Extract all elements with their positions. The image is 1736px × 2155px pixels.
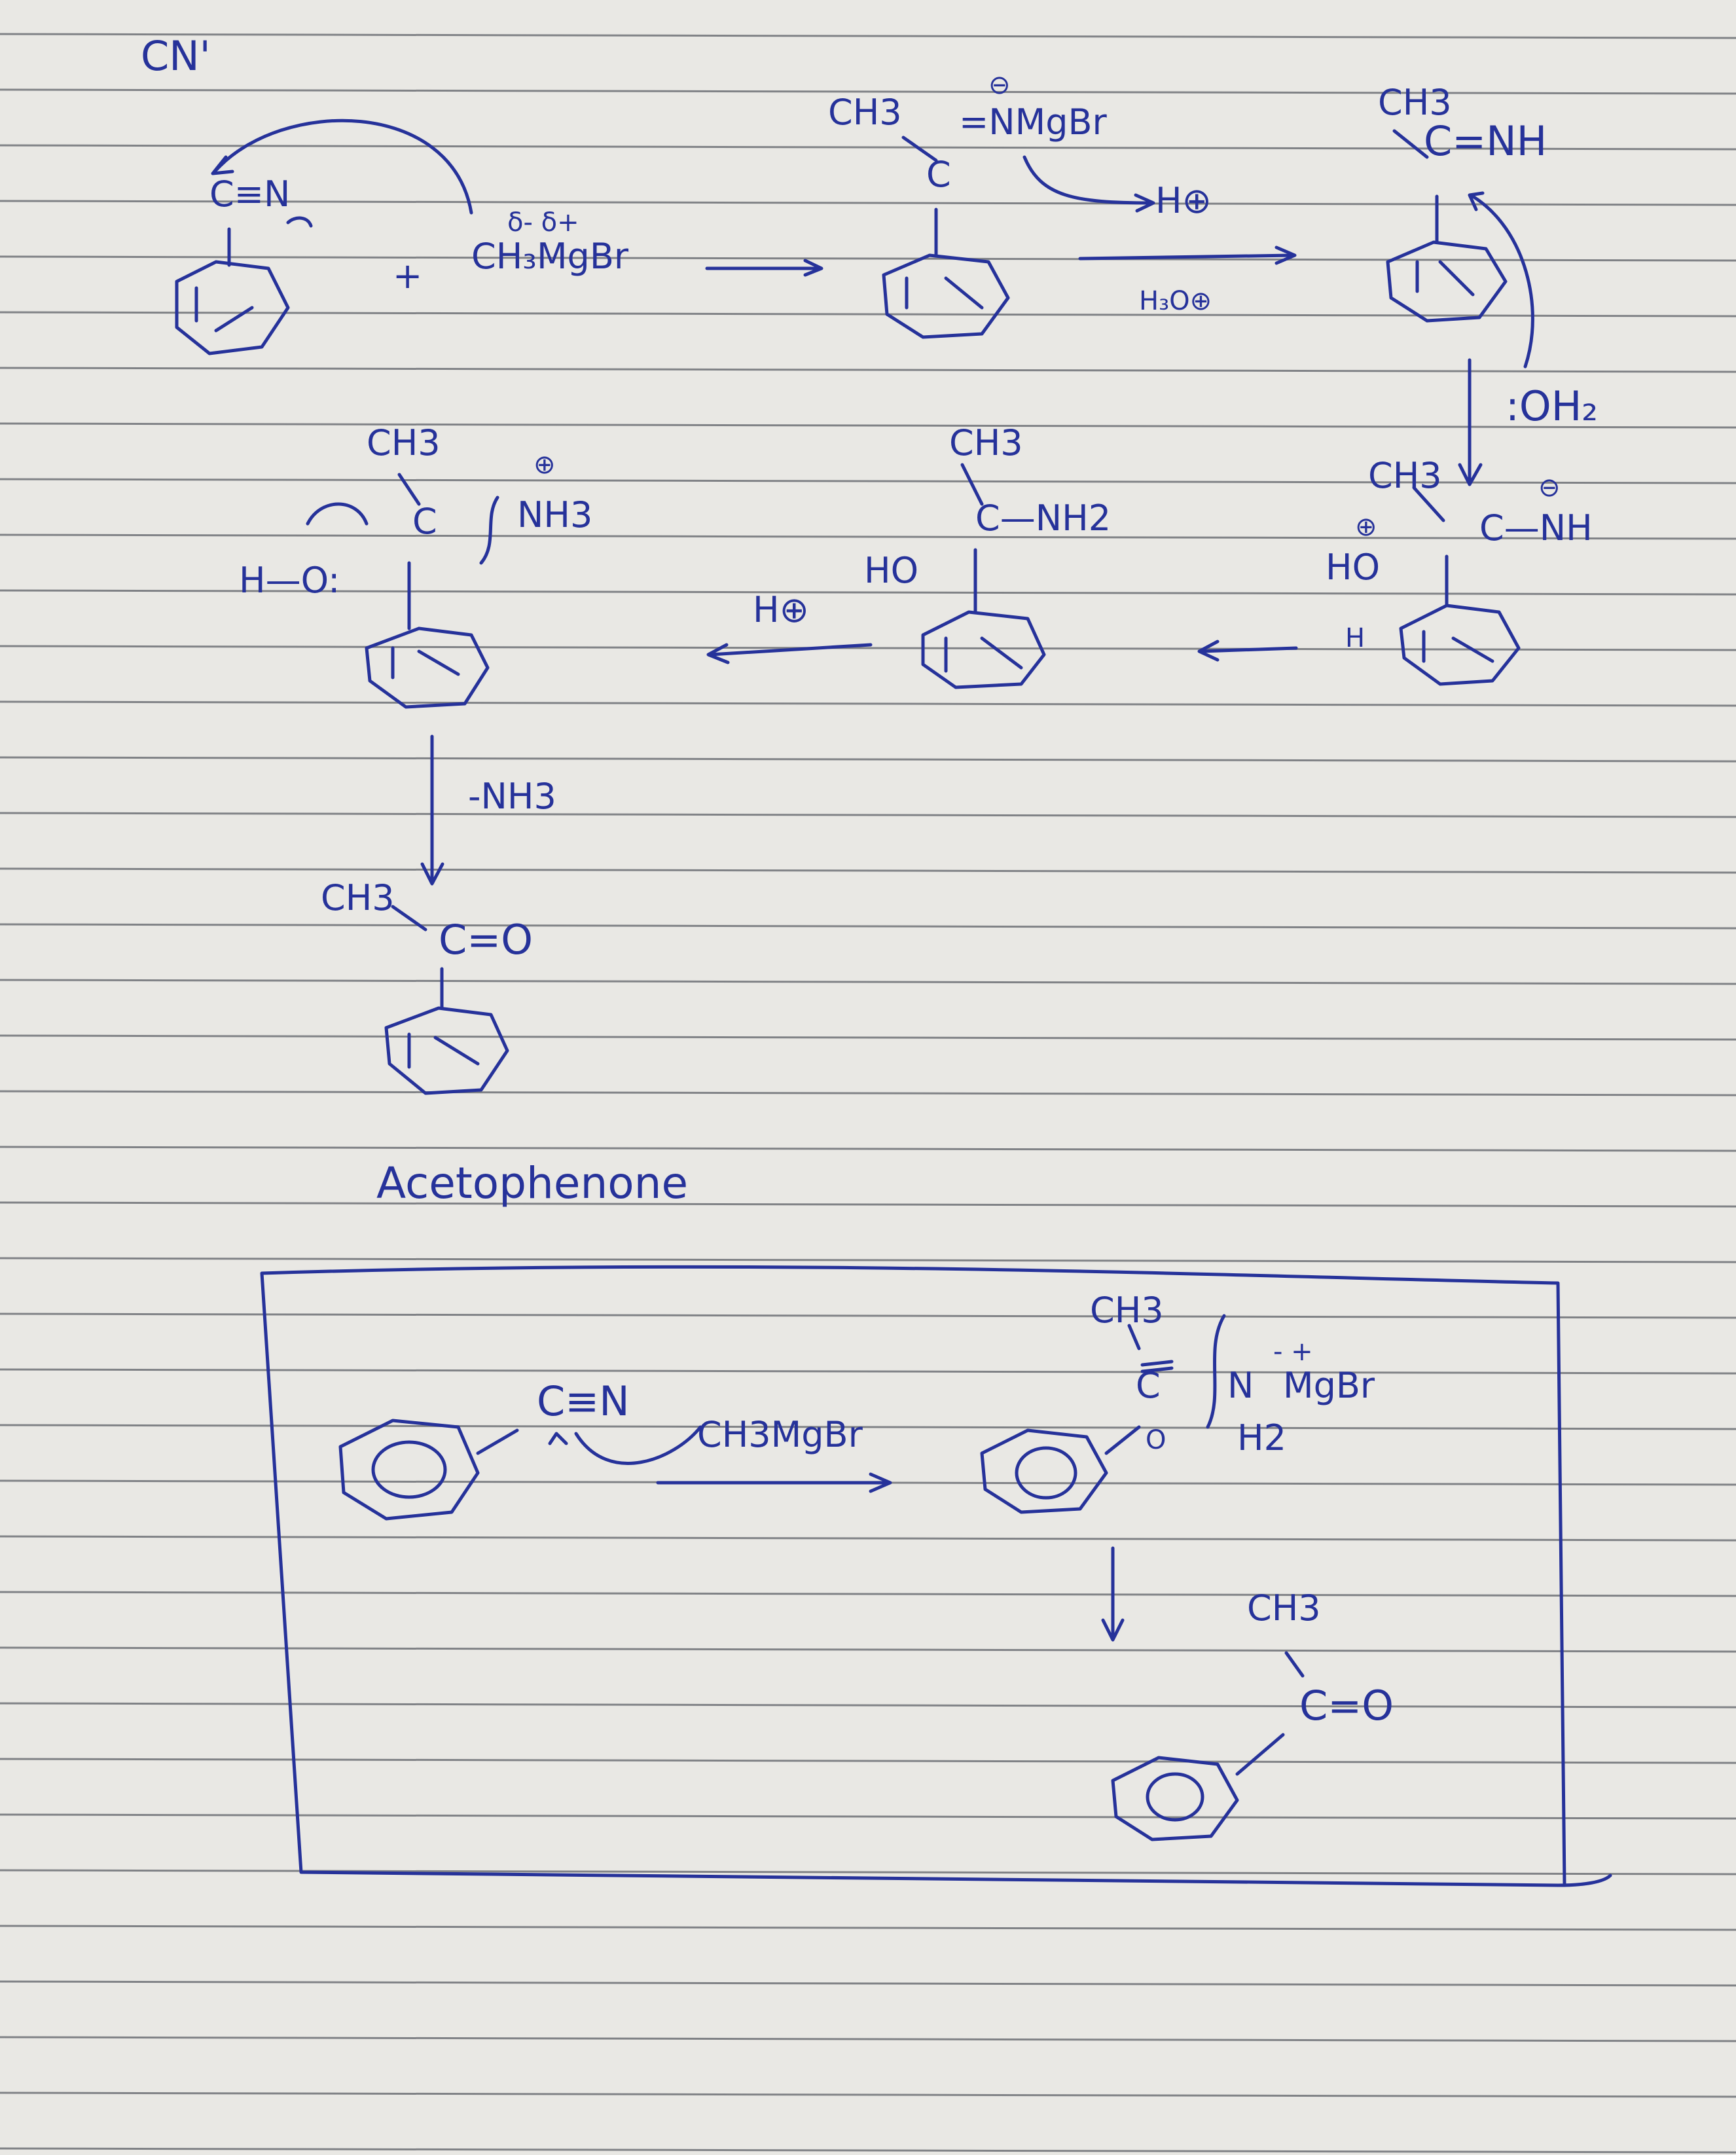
intermediate-5-carbon: C (412, 501, 437, 542)
intermediate-4-amine: C—NH2 (975, 498, 1112, 539)
ruled-line (0, 1646, 1736, 1653)
ruled-line (0, 700, 1736, 707)
hydronium-label: H₃O⊕ (1139, 286, 1212, 316)
ruled-line (0, 255, 1736, 262)
ruled-line (0, 311, 1736, 317)
product-carbonyl: C=O (439, 916, 533, 964)
header-scribble: CN' (141, 32, 211, 80)
ruled-line (0, 979, 1736, 985)
box-product-carbonyl: C=O (1299, 1682, 1394, 1729)
ruled-line (0, 1090, 1736, 1096)
box-reagent: CH3MgBr (697, 1414, 863, 1455)
intermediate-4-ch3: CH3 (949, 422, 1023, 463)
nitrile-group: C≡N (209, 173, 291, 215)
intermediate-5-ammonium: NH3 (517, 494, 593, 535)
intermediate-2-imine: C=NH (1424, 117, 1547, 165)
box-intermediate-mgbr: MgBr (1283, 1365, 1375, 1406)
ruled-line (0, 2092, 1736, 2098)
ruled-line (0, 867, 1736, 874)
ruled-line (0, 1702, 1736, 1709)
ruled-line (0, 1925, 1736, 1931)
intermediate-5-positive-charge: ⊕ (533, 450, 556, 480)
box-nitrile: C≡N (537, 1377, 630, 1425)
box-intermediate-ch3: CH3 (1090, 1290, 1164, 1331)
intermediate-3-hydroxyl: HO (1326, 547, 1381, 588)
ruled-line (0, 1813, 1736, 1820)
partial-charges: δ- δ+ (507, 208, 579, 238)
ruled-line (0, 1424, 1736, 1430)
ruled-line (0, 1257, 1736, 1263)
ruled-line (0, 923, 1736, 930)
ruled-line (0, 422, 1736, 429)
ruled-line (0, 1479, 1736, 1486)
ruled-line (0, 1146, 1736, 1152)
ruled-line (0, 1201, 1736, 1208)
intermediate-3-amide: C—NH (1479, 507, 1593, 549)
box-intermediate-charges: - + (1273, 1337, 1313, 1367)
intermediate-3-ch3: CH3 (1368, 455, 1442, 496)
ruled-line (0, 812, 1736, 818)
intermediate-1-ch3: CH3 (828, 92, 902, 133)
box-intermediate-h2: H2 (1237, 1417, 1286, 1458)
ruled-line (0, 2147, 1736, 2154)
intermediate-3-positive-charge: ⊕ (1355, 512, 1377, 542)
intermediate-1-negative-charge: ⊖ (988, 70, 1011, 100)
grignard-reagent: CH₃MgBr (471, 236, 629, 277)
intermediate-4-hydroxyl: HO (864, 550, 919, 591)
intermediate-3-negative-charge: ⊖ (1538, 473, 1561, 503)
box-intermediate-nitrogen: N (1227, 1365, 1254, 1406)
ruled-line (0, 645, 1736, 651)
ruled-line (0, 1758, 1736, 1764)
ruled-line (0, 1980, 1736, 1987)
box-product-ch3: CH3 (1247, 1587, 1321, 1629)
product-ch3: CH3 (321, 877, 395, 918)
water-label: :OH₂ (1506, 382, 1599, 430)
intermediate-5-hydroxyl: H—O: (239, 560, 340, 601)
proton-label: H⊕ (1155, 180, 1212, 221)
ruled-line (0, 1313, 1736, 1319)
ruled-line (0, 2036, 1736, 2042)
box-intermediate-carbon: C (1136, 1365, 1161, 1406)
ruled-line (0, 1368, 1736, 1375)
intermediate-1-carbon: C (926, 154, 951, 195)
box-intermediate-oxygen: O (1146, 1425, 1166, 1455)
ruled-line (0, 88, 1736, 95)
proton-label-2: H⊕ (753, 589, 809, 630)
ruled-line (0, 756, 1736, 763)
intermediate-3-hydrogen: H (1345, 623, 1365, 653)
ruled-line (0, 33, 1736, 39)
ruled-line (0, 1034, 1736, 1041)
ruled-line (0, 1869, 1736, 1875)
plus-sign: + (393, 255, 423, 297)
ruled-line (0, 534, 1736, 540)
product-name: Acetophenone (376, 1158, 689, 1208)
ruled-line (0, 367, 1736, 373)
ammonia-loss-label: -NH3 (468, 776, 556, 817)
ruled-line (0, 1535, 1736, 1542)
intermediate-2-ch3: CH3 (1378, 82, 1452, 123)
intermediate-1-imine: =NMgBr (959, 101, 1107, 143)
intermediate-5-ch3: CH3 (367, 422, 441, 463)
ruled-line (0, 1591, 1736, 1597)
ruled-line (0, 478, 1736, 484)
